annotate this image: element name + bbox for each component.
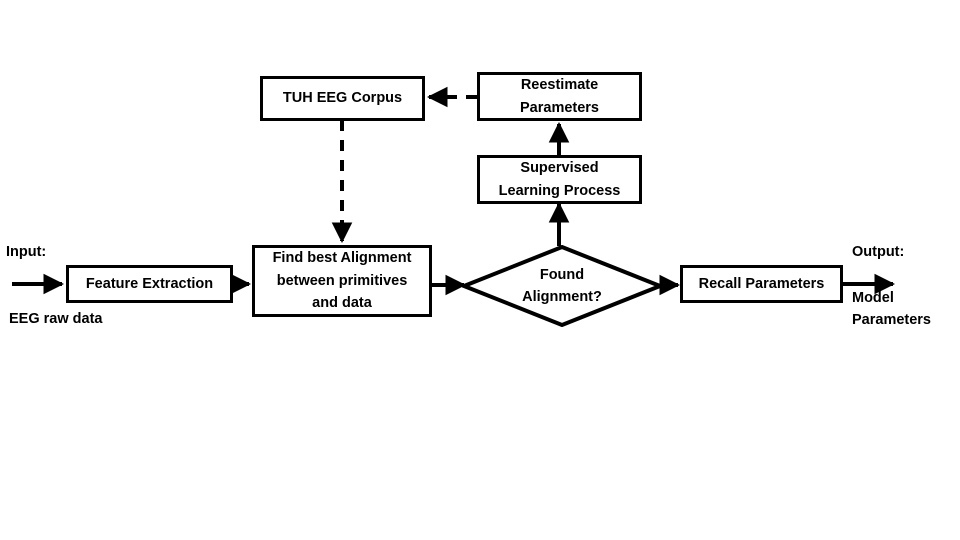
- output-title-label: Output:: [852, 244, 905, 260]
- node-reestimate-parameters[interactable]: Reestimate Parameters: [477, 72, 642, 121]
- output-description-label: Model Parameters: [852, 290, 931, 328]
- node-recall-parameters[interactable]: Recall Parameters: [680, 265, 843, 303]
- node-find-best-alignment-label: Find best Alignment between primitives a…: [272, 250, 412, 312]
- node-tuh-eeg-corpus-label: TUH EEG Corpus: [282, 90, 403, 107]
- node-tuh-eeg-corpus[interactable]: TUH EEG Corpus: [260, 76, 425, 121]
- node-recall-parameters-label: Recall Parameters: [698, 275, 825, 292]
- node-supervised-learning-process[interactable]: Supervised Learning Process: [477, 155, 642, 204]
- node-find-best-alignment[interactable]: Find best Alignment between primitives a…: [252, 245, 432, 317]
- node-found-alignment-decision[interactable]: Found Alignment?: [462, 245, 662, 327]
- input-description-label: EEG raw data: [9, 311, 103, 327]
- node-supervised-learning-process-label: Supervised Learning Process: [498, 160, 621, 199]
- node-reestimate-parameters-label: Reestimate Parameters: [520, 77, 599, 116]
- diamond-shape: [462, 245, 662, 327]
- node-feature-extraction[interactable]: Feature Extraction: [66, 265, 233, 303]
- input-title-label: Input:: [6, 244, 47, 260]
- node-found-alignment-decision-label: Found Alignment?: [522, 266, 602, 305]
- node-feature-extraction-label: Feature Extraction: [85, 275, 214, 292]
